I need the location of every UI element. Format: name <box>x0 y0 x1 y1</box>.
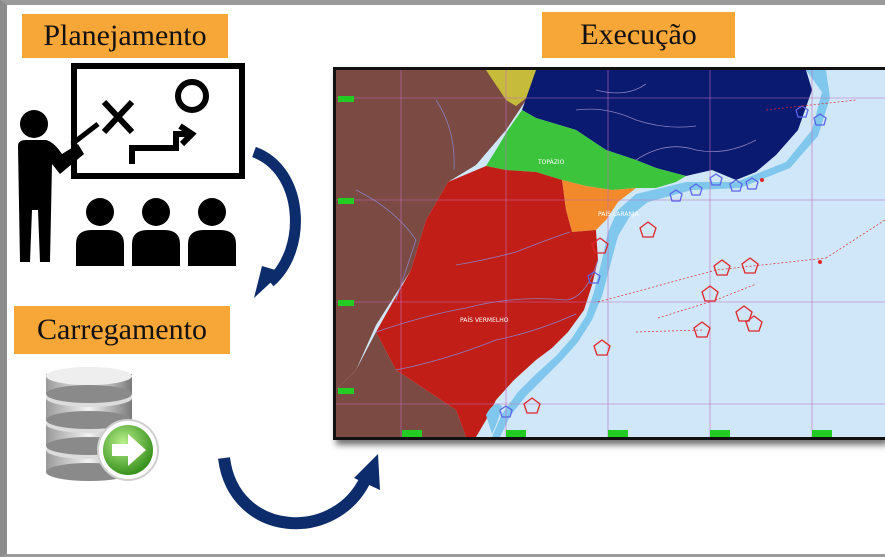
region-label: PAÍS LARANJA <box>598 211 640 218</box>
audience-icon <box>76 198 236 266</box>
curved-arrow-icon <box>251 146 301 298</box>
loading-label: Carregamento <box>14 306 230 354</box>
region-label: PAÍS VERMELHO <box>460 317 509 324</box>
execution-label: Execução <box>542 12 735 58</box>
execution-map: TOPÁZIO PAÍS LARANJA PAÍS VERMELHO <box>333 67 885 440</box>
region-label: TOPÁZIO <box>537 159 565 166</box>
planning-label: Planejamento <box>22 14 228 58</box>
presenter-board-icon <box>18 63 245 262</box>
curved-arrow-icon <box>218 454 380 530</box>
database-arrow-icon <box>46 367 159 481</box>
